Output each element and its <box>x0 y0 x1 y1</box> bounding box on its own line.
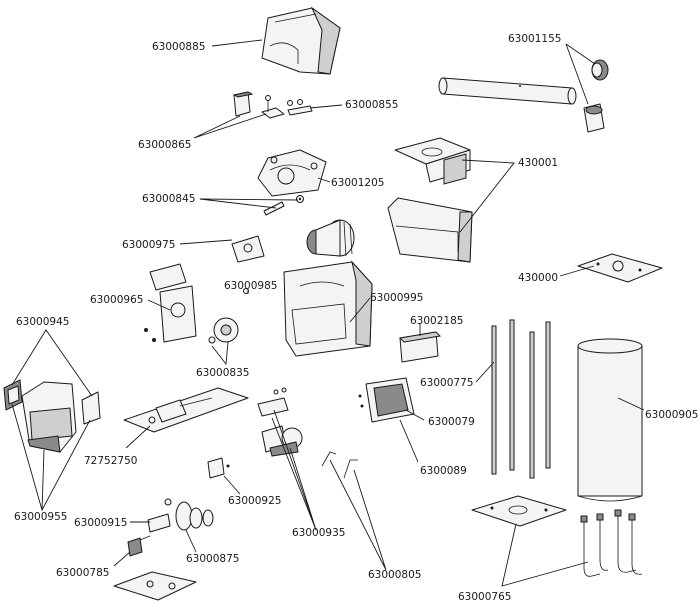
label-63000865: 63000865 <box>138 139 191 151</box>
label-63000875: 63000875 <box>186 553 239 565</box>
part-anchor-bolts <box>580 509 643 577</box>
part-motor-mount-plate <box>394 137 471 185</box>
label-63000965: 63000965 <box>90 294 143 306</box>
label-63000835: 63000835 <box>196 367 249 379</box>
label-63001155: 63001155 <box>508 33 561 45</box>
label-430000: 430000 <box>518 272 558 284</box>
part-foundation-plate <box>471 495 567 527</box>
part-clip <box>207 457 230 479</box>
label-430001: 430001 <box>518 157 558 169</box>
part-left-cover-flap <box>3 379 23 411</box>
part-tension-bracket <box>144 263 197 343</box>
part-motor <box>306 219 355 257</box>
part-top-cover <box>261 6 341 75</box>
label-63000985: 63000985 <box>224 280 277 292</box>
label-63000905: 63000905 <box>645 409 698 421</box>
part-pin <box>263 195 304 216</box>
part-tube-end <box>583 103 605 133</box>
part-shaft-plate <box>123 387 249 433</box>
label-63000915: 63000915 <box>74 517 127 529</box>
part-control-board <box>398 331 442 363</box>
part-tube <box>438 77 577 105</box>
label-63000955: 63000955 <box>14 511 67 523</box>
part-switch-bracket <box>257 387 303 457</box>
label-6300089: 6300089 <box>420 465 467 477</box>
part-spring-lever <box>231 235 265 263</box>
label-63000945: 63000945 <box>16 316 69 328</box>
label-63002185: 63002185 <box>410 315 463 327</box>
label-63000975: 63000975 <box>122 239 175 251</box>
label-63000785: 63000785 <box>56 567 109 579</box>
part-right-cover-flap <box>81 391 101 425</box>
label-72752750: 72752750 <box>84 455 137 467</box>
part-motor-bracket-box <box>387 197 473 263</box>
label-63000805: 63000805 <box>368 569 421 581</box>
label-63000845: 63000845 <box>142 193 195 205</box>
label-63000935: 63000935 <box>292 527 345 539</box>
part-pulley-set <box>147 498 214 533</box>
part-levers <box>321 451 358 479</box>
part-gear-housing <box>257 149 327 197</box>
label-63000925: 63000925 <box>228 495 281 507</box>
part-bottom-plate <box>113 571 197 601</box>
part-base-plate <box>577 253 663 283</box>
part-pulley <box>208 317 239 344</box>
part-electronics-board <box>358 377 415 423</box>
part-tube-cap <box>591 59 609 81</box>
part-bracket-screws <box>261 95 313 119</box>
part-cylinder <box>577 338 643 502</box>
label-6300079: 6300079 <box>428 416 475 428</box>
part-labels: 63000885 63001155 63000855 63000865 4300… <box>14 33 698 603</box>
label-63000885: 63000885 <box>152 41 205 53</box>
part-main-housing <box>283 260 373 357</box>
part-rods <box>491 319 551 479</box>
part-left-cover <box>21 381 77 453</box>
label-63000855: 63000855 <box>345 99 398 111</box>
label-63001205: 63001205 <box>331 177 384 189</box>
label-63000775: 63000775 <box>420 377 473 389</box>
part-screw <box>243 288 249 294</box>
leader-lines <box>11 39 645 587</box>
label-63000995: 63000995 <box>370 292 423 304</box>
label-63000765: 63000765 <box>458 591 511 603</box>
part-small-block <box>232 91 254 117</box>
part-switch <box>127 535 151 557</box>
